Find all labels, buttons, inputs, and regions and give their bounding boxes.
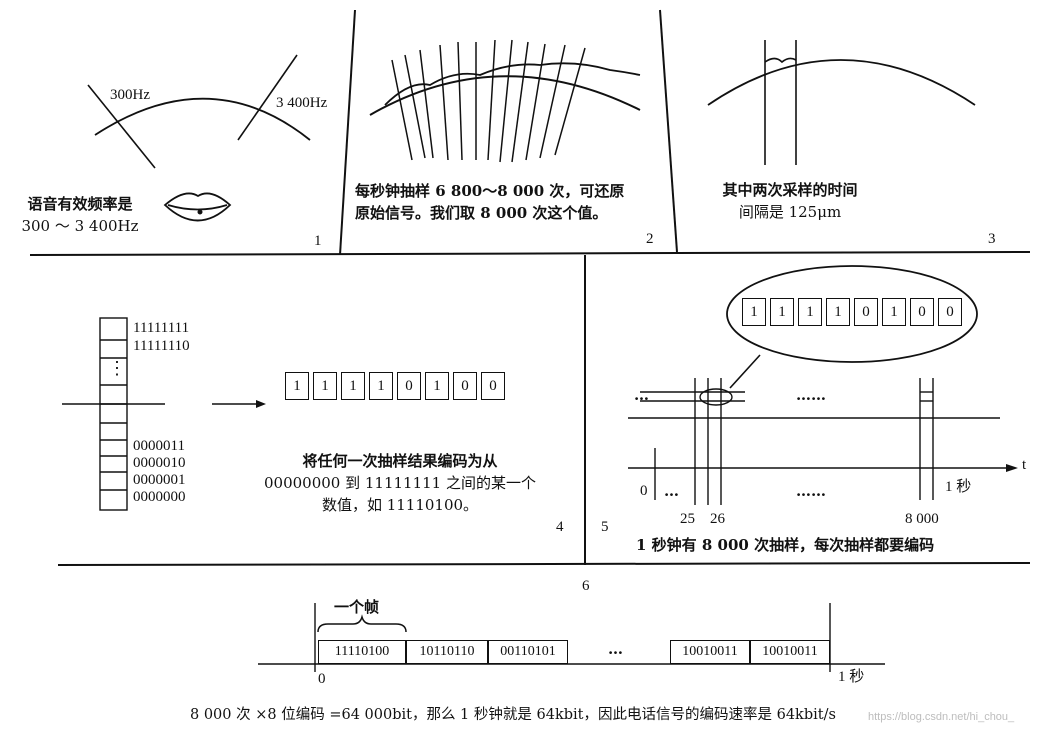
frame-cell: 10010011 <box>670 640 750 664</box>
dots: …… <box>796 386 826 404</box>
lips-icon <box>163 192 232 222</box>
code-label: 0000000 <box>133 489 186 505</box>
panel-border-2-3 <box>659 9 678 253</box>
panel5-number: 5 <box>601 519 609 535</box>
bit-cell: 1 <box>770 298 794 326</box>
code-label: 0000001 <box>133 472 186 488</box>
bit-cell: 0 <box>481 372 505 400</box>
panel2-caption-line1: 每秒钟抽样 6 800～8 000 次，可还原 <box>355 182 625 200</box>
panel2-number: 2 <box>646 231 654 247</box>
panel4-code-ladder <box>62 317 165 511</box>
panel6-caption: 8 000 次 ×8 位编码 =64 000bit，那么 1 秒钟就是 64kb… <box>190 707 836 723</box>
tick-label-25: 25 <box>680 511 695 527</box>
row-separator-bottom <box>57 562 1031 566</box>
panel3-arc <box>707 59 976 106</box>
ladder-ellipsis: ⋮ <box>108 358 126 379</box>
bit-cell: 0 <box>397 372 421 400</box>
panel5-caption: 1 秒钟有 8 000 次抽样，每次抽样都要编码 <box>636 536 935 554</box>
one-second-label: 1 秒 <box>945 479 972 495</box>
bit-cell: 1 <box>798 298 822 326</box>
panel3-caption-line1: 其中两次采样的时间 <box>722 181 858 199</box>
frame-cell: 11110100 <box>318 640 406 664</box>
bit-cell: 1 <box>742 298 766 326</box>
bit-cell: 1 <box>425 372 449 400</box>
panel4-caption-line1: 将任何一次抽样结果编码为从 <box>302 452 498 470</box>
panel4-caption-line2: 00000000 到 11111111 之间的某一个 <box>263 474 536 492</box>
bit-cell: 1 <box>285 372 309 400</box>
bit-cell: 1 <box>369 372 393 400</box>
panel5-timing <box>628 265 1018 505</box>
frame-cell: 10010011 <box>750 640 830 664</box>
panel-border-1-2 <box>339 9 356 256</box>
tick-label-8000: 8 000 <box>905 511 939 527</box>
panel4-arrow <box>212 400 266 408</box>
bit-cell: 0 <box>854 298 878 326</box>
panel1-caption-line2: 300 ～ 3 400Hz <box>21 217 139 235</box>
panel6-number: 6 <box>582 578 590 594</box>
panel2-arc <box>369 75 641 116</box>
bit-cell: 0 <box>453 372 477 400</box>
panel1-caption-line1: 语音有效频率是 <box>27 195 133 213</box>
origin-label: 0 <box>640 483 648 499</box>
bit-cell: 1 <box>313 372 337 400</box>
panel2-caption-line2: 原始信号。我们取 8 000 次这个值。 <box>355 204 608 222</box>
panel1-freq-high: 3 400Hz <box>276 95 328 111</box>
row-separator-top <box>29 251 1031 256</box>
code-label: 0000010 <box>133 455 186 471</box>
time-axis-label: t <box>1022 457 1027 473</box>
bit-cell: 1 <box>826 298 850 326</box>
frame-label: 一个帧 <box>334 598 380 616</box>
watermark: https://blog.csdn.net/hi_chou_ <box>868 711 1015 723</box>
bit-cell: 0 <box>938 298 962 326</box>
bit-cell: 1 <box>882 298 906 326</box>
panel1-line-300hz <box>87 84 156 169</box>
code-label: 11111110 <box>133 338 190 354</box>
dots: …… <box>796 482 826 500</box>
bit-cell: 0 <box>910 298 934 326</box>
panel4-caption-line3: 数值，如 11110100。 <box>321 496 479 514</box>
panel6-frames <box>258 603 885 672</box>
panel1-freq-low: 300Hz <box>110 87 150 103</box>
dots: … <box>664 482 679 500</box>
panel1-number: 1 <box>314 233 322 249</box>
tick-label-26: 26 <box>710 511 725 527</box>
frame-cell: 10110110 <box>406 640 488 664</box>
panel1-arc <box>94 97 311 141</box>
panel4-number: 4 <box>556 519 564 535</box>
frame-brace <box>317 614 407 633</box>
dots: … <box>634 386 649 404</box>
panel2-sample-lines <box>391 39 586 163</box>
bit-cell: 1 <box>341 372 365 400</box>
frame-cell: 00110101 <box>488 640 568 664</box>
frame-ellipsis: … <box>608 640 623 658</box>
panel1-line-3400hz <box>237 54 298 141</box>
one-second-label: 1 秒 <box>838 669 865 685</box>
code-label: 11111111 <box>133 320 190 336</box>
panel2-wave <box>384 62 641 106</box>
callout-bubble <box>726 265 978 363</box>
origin-label: 0 <box>318 671 326 687</box>
panel3-number: 3 <box>988 231 996 247</box>
panel3-caption-line2: 间隔是 125μm <box>738 203 842 221</box>
code-label: 0000011 <box>133 438 185 454</box>
